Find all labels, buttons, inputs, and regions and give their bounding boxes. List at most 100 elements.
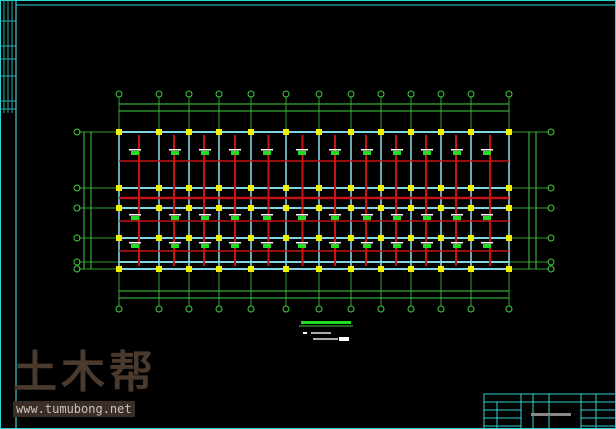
watermark-url: www.tumubong.net	[13, 401, 135, 417]
axis-bubble-top	[315, 90, 323, 98]
rebar-label-text	[421, 149, 433, 151]
axis-bubble-top	[282, 90, 290, 98]
rebar-label-text	[129, 242, 141, 244]
axis-bubble-bottom	[377, 305, 385, 313]
structural-column	[378, 129, 384, 135]
rebar-label	[231, 151, 239, 155]
structural-column	[116, 185, 122, 191]
rebar-label	[171, 216, 179, 220]
structural-column	[248, 266, 254, 272]
axis-bubble-bottom	[215, 305, 223, 313]
structural-column	[316, 266, 322, 272]
structural-column	[348, 266, 354, 272]
rebar-label-text	[296, 149, 308, 151]
structural-column	[186, 205, 192, 211]
axis-bubble-bottom	[247, 305, 255, 313]
rebar-label	[453, 244, 461, 248]
structural-column	[156, 235, 162, 241]
rebar-label-text	[421, 214, 433, 216]
rebar-label	[171, 151, 179, 155]
structural-column	[438, 205, 444, 211]
structural-column	[348, 235, 354, 241]
rebar-label-text	[391, 149, 403, 151]
rebar-label	[263, 151, 271, 155]
rebar-label	[131, 216, 139, 220]
rebar-label-text	[229, 214, 241, 216]
structural-column	[438, 266, 444, 272]
rebar-label-text	[261, 242, 273, 244]
title-block-title-text	[531, 413, 571, 416]
axis-bubble-bottom	[282, 305, 290, 313]
rebar-label	[393, 216, 401, 220]
structural-column	[408, 266, 414, 272]
rebar-label-text	[296, 242, 308, 244]
axis-bubble-left	[73, 204, 81, 212]
rebar-label-text	[329, 214, 341, 216]
rebar-label-text	[129, 149, 141, 151]
structural-column	[283, 129, 289, 135]
axis-bubble-bottom	[115, 305, 123, 313]
rebar-label-text	[481, 242, 493, 244]
rebar-label	[201, 151, 209, 155]
structural-column	[216, 266, 222, 272]
rebar-label-text	[296, 214, 308, 216]
axis-bubble-top	[407, 90, 415, 98]
axis-bubble-right	[547, 234, 555, 242]
rebar-label	[331, 244, 339, 248]
rebar-label-text	[199, 214, 211, 216]
rebar-label-text	[199, 149, 211, 151]
structural-column	[116, 129, 122, 135]
note-text	[313, 338, 338, 340]
rebar-label	[483, 151, 491, 155]
axis-bubble-top	[185, 90, 193, 98]
rebar-label-text	[361, 214, 373, 216]
rebar-label	[423, 151, 431, 155]
rebar-label-text	[451, 149, 463, 151]
rebar-label	[393, 244, 401, 248]
structural-column	[283, 185, 289, 191]
structural-column	[216, 129, 222, 135]
rebar-label-text	[421, 242, 433, 244]
axis-bubble-bottom	[467, 305, 475, 313]
rebar-label-text	[169, 242, 181, 244]
structural-column	[506, 266, 512, 272]
structural-column	[216, 235, 222, 241]
structural-column	[348, 129, 354, 135]
structural-column	[468, 185, 474, 191]
rebar-label	[483, 244, 491, 248]
rebar-label	[423, 216, 431, 220]
rebar-label-text	[329, 242, 341, 244]
rebar-label	[331, 151, 339, 155]
structural-column	[316, 129, 322, 135]
structural-column	[156, 129, 162, 135]
rebar-label	[131, 151, 139, 155]
structural-column	[468, 235, 474, 241]
structural-column	[283, 205, 289, 211]
structural-column	[468, 266, 474, 272]
axis-bubble-bottom	[315, 305, 323, 313]
rebar-label	[363, 216, 371, 220]
axis-bubble-top	[505, 90, 513, 98]
rebar-label-text	[169, 149, 181, 151]
note-text	[311, 332, 331, 334]
structural-column	[116, 235, 122, 241]
structural-column	[283, 235, 289, 241]
axis-bubble-bottom	[347, 305, 355, 313]
axis-bubble-bottom	[437, 305, 445, 313]
axis-bubble-left	[73, 258, 81, 266]
rebar-label	[483, 216, 491, 220]
rebar-label	[423, 244, 431, 248]
structural-column	[438, 185, 444, 191]
rebar-label	[363, 244, 371, 248]
rebar-label	[453, 216, 461, 220]
rebar-label	[201, 216, 209, 220]
structural-column	[116, 205, 122, 211]
rebar-label	[263, 216, 271, 220]
structural-column	[186, 129, 192, 135]
structural-column	[248, 235, 254, 241]
structural-column	[156, 185, 162, 191]
structural-column	[248, 129, 254, 135]
axis-bubble-bottom	[155, 305, 163, 313]
